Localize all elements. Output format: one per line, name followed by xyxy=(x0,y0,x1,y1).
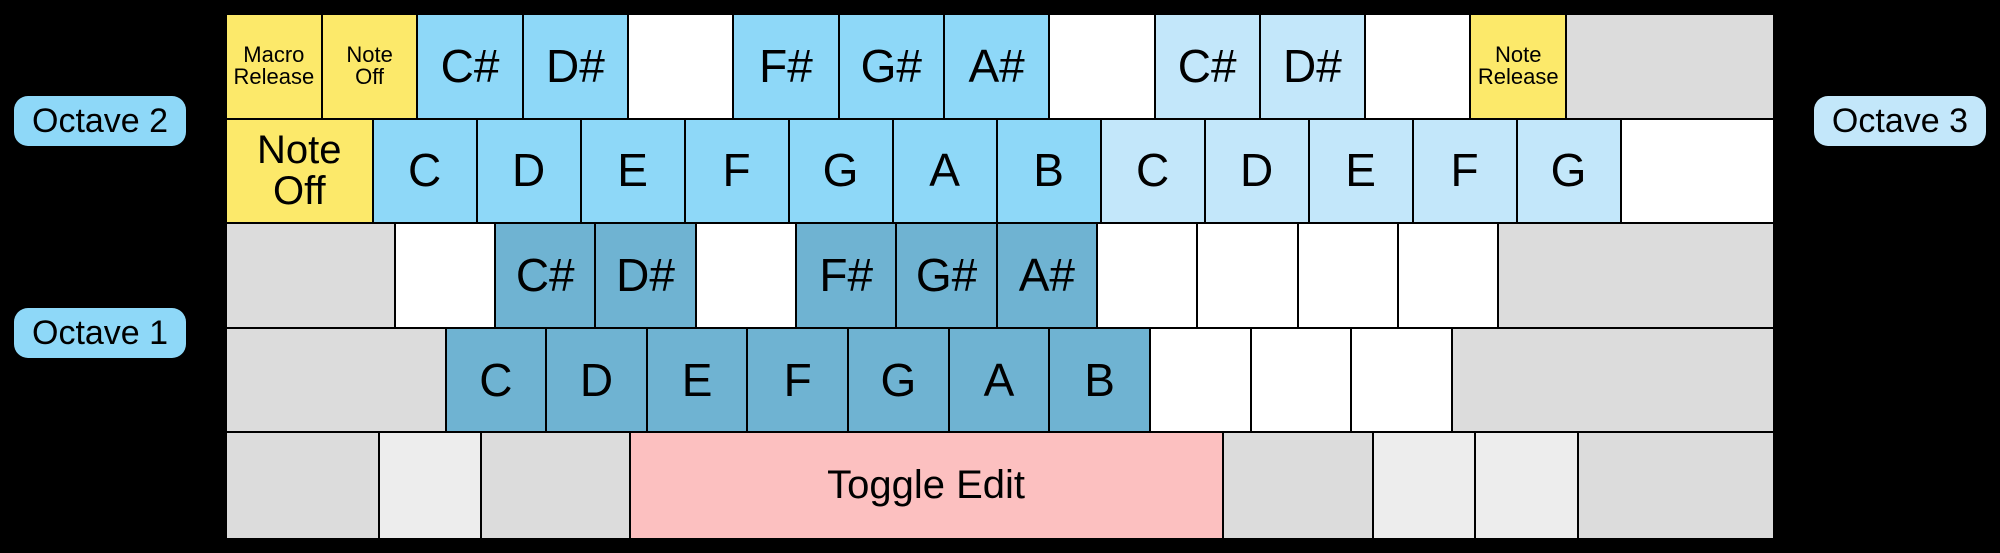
key-blank-5[interactable] xyxy=(696,224,798,329)
key-ds-oct1[interactable]: D# xyxy=(596,224,697,329)
key-d-oct2[interactable]: D xyxy=(477,119,582,225)
key-backspace[interactable] xyxy=(1567,15,1773,120)
octave-2-label: Octave 2 xyxy=(14,96,187,146)
key-gs-oct2[interactable]: G# xyxy=(839,15,945,120)
key-blank-1[interactable] xyxy=(629,15,735,120)
key-f-oct1[interactable]: F xyxy=(748,328,850,434)
key-alt-right[interactable] xyxy=(1223,433,1375,538)
key-blank-11[interactable] xyxy=(1251,328,1353,434)
key-blank-3[interactable] xyxy=(1366,15,1472,120)
key-enter-wide[interactable] xyxy=(1499,224,1773,329)
key-ctrl-right[interactable] xyxy=(1578,433,1773,538)
key-macro-release[interactable]: Macro Release xyxy=(227,15,323,120)
key-cs-oct2[interactable]: C# xyxy=(418,15,524,120)
octave-1-label: Octave 1 xyxy=(14,308,187,358)
key-as-oct2[interactable]: A# xyxy=(944,15,1051,120)
key-gs-oct1[interactable]: G# xyxy=(897,224,998,329)
key-d-oct3[interactable]: D xyxy=(1205,119,1310,225)
key-g-oct3[interactable]: G xyxy=(1517,119,1622,225)
key-fs-oct2[interactable]: F# xyxy=(734,15,840,120)
key-blank-7[interactable] xyxy=(1198,224,1299,329)
key-f-oct2[interactable]: F xyxy=(685,119,790,225)
key-fs-oct1[interactable]: F# xyxy=(797,224,898,329)
key-cs-oct1[interactable]: C# xyxy=(496,224,597,329)
key-c-oct2[interactable]: C xyxy=(373,119,478,225)
keyboard-row-asdf-row: C#D# F#G#A# xyxy=(227,224,1773,329)
key-shift-right[interactable] xyxy=(1452,328,1773,434)
key-blank-8[interactable] xyxy=(1298,224,1400,329)
keyboard-row-bottom-row: Toggle Edit xyxy=(227,433,1773,538)
key-e-oct3[interactable]: E xyxy=(1309,119,1414,225)
key-blank-2[interactable] xyxy=(1050,15,1156,120)
key-ctrl-left[interactable] xyxy=(227,433,381,538)
key-toggle-edit[interactable]: Toggle Edit xyxy=(630,433,1224,538)
key-as-oct1[interactable]: A# xyxy=(997,224,1099,329)
key-a-oct1[interactable]: A xyxy=(949,328,1051,434)
key-e-oct1[interactable]: E xyxy=(647,328,749,434)
key-meta-left[interactable] xyxy=(380,433,483,538)
octave-3-label: Octave 3 xyxy=(1813,96,1986,146)
key-blank-12[interactable] xyxy=(1352,328,1453,434)
key-meta-right[interactable] xyxy=(1374,433,1477,538)
key-a-oct2[interactable]: A xyxy=(893,119,998,225)
key-c-oct3[interactable]: C xyxy=(1101,119,1206,225)
key-blank-4[interactable] xyxy=(395,224,497,329)
key-enter[interactable] xyxy=(1621,119,1773,225)
key-g-oct2[interactable]: G xyxy=(789,119,894,225)
key-blank-6[interactable] xyxy=(1098,224,1199,329)
key-menu[interactable] xyxy=(1476,433,1579,538)
key-blank-10[interactable] xyxy=(1150,328,1252,434)
key-f-oct3[interactable]: F xyxy=(1413,119,1518,225)
key-note-off[interactable]: Note Off xyxy=(227,119,374,225)
key-g-oct1[interactable]: G xyxy=(849,328,950,434)
key-note-off-sharp[interactable]: Note Off xyxy=(322,15,419,120)
key-capslock[interactable] xyxy=(227,224,396,329)
key-cs-oct3[interactable]: C# xyxy=(1155,15,1261,120)
key-e-oct2[interactable]: E xyxy=(581,119,686,225)
key-alt-left[interactable] xyxy=(482,433,631,538)
key-ds-oct3[interactable]: D# xyxy=(1260,15,1367,120)
key-b-oct1[interactable]: B xyxy=(1050,328,1151,434)
key-ds-oct2[interactable]: D# xyxy=(523,15,630,120)
key-b-oct2[interactable]: B xyxy=(997,119,1102,225)
key-c-oct1[interactable]: C xyxy=(446,328,548,434)
key-d-oct1[interactable]: D xyxy=(547,328,648,434)
key-shift-left[interactable] xyxy=(227,328,447,434)
key-note-release[interactable]: Note Release xyxy=(1471,15,1568,120)
key-blank-9[interactable] xyxy=(1399,224,1500,329)
